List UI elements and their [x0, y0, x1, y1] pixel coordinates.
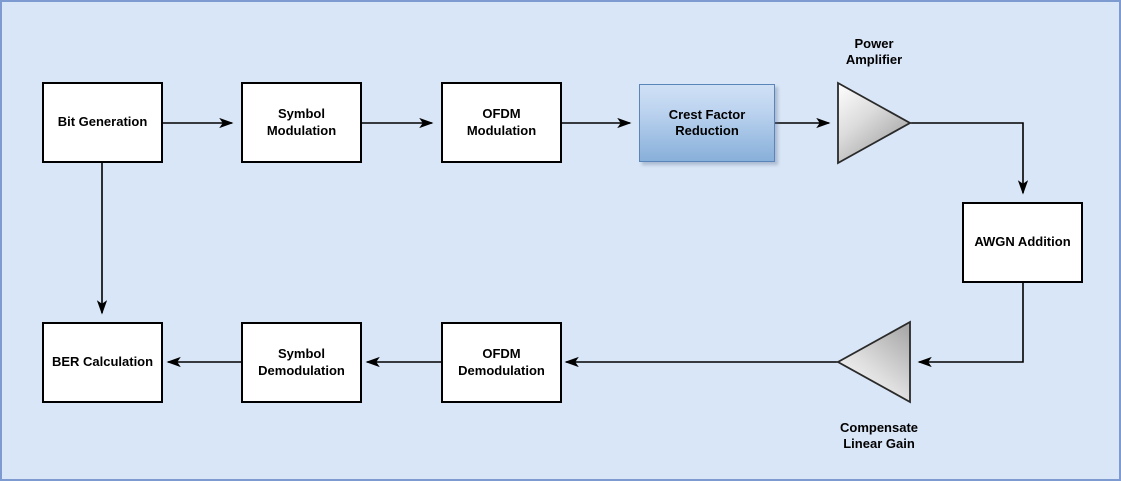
block-ofdm-demodulation-label-line2: Demodulation: [458, 362, 545, 378]
block-ber-calculation-label: BER Calculation: [51, 354, 154, 370]
power-amplifier-label-line2: Amplifier: [845, 52, 903, 68]
compensate-linear-gain-label-line2: Linear Gain: [843, 436, 915, 452]
compensate-linear-gain-label: Compensate Linear Gain: [814, 420, 944, 453]
power-amplifier-triangle[interactable]: [837, 81, 912, 165]
amplifier-shapes-group: [836, 81, 912, 404]
compensate-linear-gain-label-line1: Compensate: [839, 420, 919, 435]
power-amplifier-label: Power Amplifier: [814, 36, 934, 69]
block-ber-calculation[interactable]: BER Calculation: [42, 322, 163, 403]
edge-power-amplifier-to-awgn-addition: [910, 122, 1029, 195]
compensate-linear-gain-triangle[interactable]: [836, 320, 911, 404]
block-crest-factor-reduction-label-line2: Reduction: [675, 123, 739, 138]
edge-awgn-addition-to-compensate-gain: [917, 283, 1024, 368]
block-awgn-addition-label: AWGN Addition: [974, 234, 1071, 250]
block-ofdm-demodulation-label-line1: OFDM: [482, 346, 521, 362]
power-amplifier-label-line1: Power: [854, 36, 894, 51]
block-crest-factor-reduction[interactable]: Crest Factor Reduction: [639, 84, 775, 162]
block-symbol-modulation-label-line1: Symbol: [278, 106, 325, 122]
block-ofdm-modulation[interactable]: OFDM Modulation: [441, 82, 562, 163]
block-symbol-demodulation-label-line2: Demodulation: [258, 362, 345, 378]
block-bit-generation-label: Bit Generation: [57, 114, 148, 130]
block-ofdm-demodulation[interactable]: OFDM Demodulation: [441, 322, 562, 403]
block-symbol-modulation-label-line2: Modulation: [266, 122, 337, 138]
block-symbol-demodulation-label-line1: Symbol: [278, 346, 325, 362]
block-ofdm-modulation-label-line2: Modulation: [466, 122, 537, 138]
block-symbol-modulation[interactable]: Symbol Modulation: [241, 82, 362, 163]
block-ofdm-modulation-label-line1: OFDM: [482, 106, 521, 122]
block-awgn-addition[interactable]: AWGN Addition: [962, 202, 1083, 283]
edges-group: [96, 117, 1029, 368]
block-symbol-demodulation[interactable]: Symbol Demodulation: [241, 322, 362, 403]
block-bit-generation[interactable]: Bit Generation: [42, 82, 163, 163]
block-crest-factor-reduction-label-line1: Crest Factor: [668, 106, 746, 122]
